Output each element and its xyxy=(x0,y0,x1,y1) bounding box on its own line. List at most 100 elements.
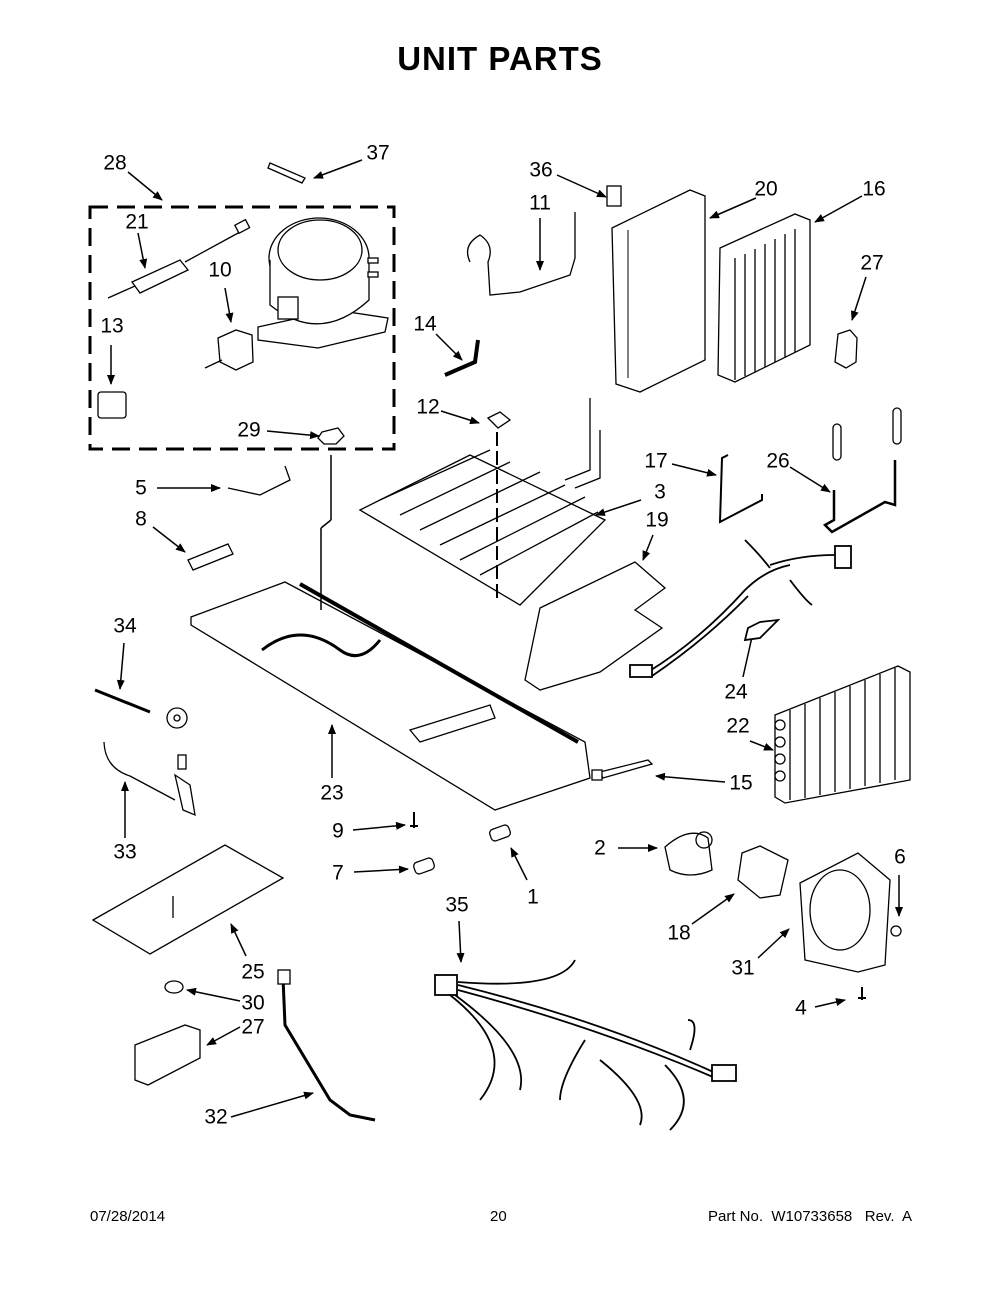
part-24-power-harness xyxy=(629,539,852,678)
leader-28 xyxy=(127,171,163,201)
leader-14 xyxy=(435,333,463,361)
part-7-sleeve xyxy=(413,857,435,875)
part-compressor xyxy=(257,217,389,349)
leader-29 xyxy=(266,430,320,440)
callout-17[interactable]: 17 xyxy=(644,449,668,473)
callout-27-clip[interactable]: 27 xyxy=(860,251,884,275)
callout-37[interactable]: 37 xyxy=(366,141,390,165)
callout-30[interactable]: 30 xyxy=(241,991,265,1015)
part-13-overload xyxy=(97,391,127,419)
leader-32 xyxy=(230,1091,314,1118)
callout-9[interactable]: 9 xyxy=(332,819,344,843)
callout-32[interactable]: 32 xyxy=(204,1105,228,1129)
leader-18 xyxy=(691,893,735,925)
compressor-kit-boundary xyxy=(88,205,396,451)
part-27-clip xyxy=(834,329,858,369)
leader-3 xyxy=(595,499,642,516)
callout-34[interactable]: 34 xyxy=(113,614,137,638)
part-21-drier xyxy=(107,218,251,299)
leader-arrows xyxy=(107,159,903,1118)
part-20-shroud xyxy=(611,189,706,393)
callout-29[interactable]: 29 xyxy=(237,418,261,442)
callout-35[interactable]: 35 xyxy=(445,893,469,917)
footer-part-number: Part No. W10733658 Rev. A xyxy=(708,1208,912,1225)
leader-15 xyxy=(655,772,726,783)
part-36-clip xyxy=(606,185,622,207)
callout-7[interactable]: 7 xyxy=(332,861,344,885)
callout-20[interactable]: 20 xyxy=(754,177,778,201)
part-3-defrost-heater xyxy=(358,398,607,606)
leader-35 xyxy=(456,920,465,963)
leader-22 xyxy=(749,740,774,751)
part-10-relay xyxy=(204,329,254,371)
callout-2[interactable]: 2 xyxy=(594,836,606,860)
leader-17 xyxy=(671,463,717,477)
callout-1[interactable]: 1 xyxy=(527,885,539,909)
callout-11[interactable]: 11 xyxy=(529,191,551,215)
callout-25[interactable]: 25 xyxy=(241,960,265,984)
callout-4[interactable]: 4 xyxy=(795,996,807,1020)
part-27-control-box xyxy=(134,1024,201,1086)
callout-13[interactable]: 13 xyxy=(100,314,124,338)
callout-14[interactable]: 14 xyxy=(413,312,437,336)
callout-36[interactable]: 36 xyxy=(529,158,553,182)
part-26-tube xyxy=(822,460,897,534)
part-17-hook xyxy=(718,454,763,524)
part-29-grommet xyxy=(317,427,345,445)
callout-10[interactable]: 10 xyxy=(208,258,232,282)
part-32-tube xyxy=(281,977,376,1122)
callout-31[interactable]: 31 xyxy=(731,956,755,980)
leader-34 xyxy=(116,642,125,690)
callout-6[interactable]: 6 xyxy=(894,845,906,869)
callout-8[interactable]: 8 xyxy=(135,507,147,531)
leader-1 xyxy=(510,847,528,881)
part-16-evaporator xyxy=(717,213,811,383)
leader-31 xyxy=(757,928,790,959)
callout-12[interactable]: 12 xyxy=(416,395,440,419)
leader-21 xyxy=(137,232,148,269)
callout-24[interactable]: 24 xyxy=(724,680,748,704)
leader-9 xyxy=(352,821,406,831)
callout-16[interactable]: 16 xyxy=(862,177,886,201)
leader-8 xyxy=(152,526,186,553)
callout-23[interactable]: 23 xyxy=(320,781,344,805)
part-5-wire xyxy=(227,465,291,496)
callout-22[interactable]: 22 xyxy=(726,714,750,738)
callout-33[interactable]: 33 xyxy=(113,840,137,864)
part-37-strap xyxy=(267,162,306,184)
part-34-thermistor xyxy=(94,688,188,729)
page-title: UNIT PARTS xyxy=(397,40,603,77)
leader-26 xyxy=(789,466,831,493)
callout-19[interactable]: 19 xyxy=(645,508,669,532)
leader-7 xyxy=(353,865,409,874)
part-1-sleeve xyxy=(489,824,511,842)
callout-3[interactable]: 3 xyxy=(654,480,666,504)
part-12-clip xyxy=(486,411,512,429)
part-33-damper xyxy=(103,741,196,817)
part-2-fan-blade xyxy=(664,831,713,876)
callout-28[interactable]: 28 xyxy=(103,151,127,175)
callout-18[interactable]: 18 xyxy=(667,921,691,945)
footer-page-number: 20 xyxy=(490,1208,507,1225)
part-15-cable-tie xyxy=(599,759,654,779)
leader-36 xyxy=(556,174,607,198)
leader-27a xyxy=(850,276,867,321)
leader-25 xyxy=(230,923,247,957)
callout-21[interactable]: 21 xyxy=(125,210,149,234)
leader-27b xyxy=(206,1026,241,1046)
part-4-screw xyxy=(858,987,866,1000)
part-18-fan-motor xyxy=(737,845,789,899)
leader-16 xyxy=(814,195,863,223)
part-30-retainer xyxy=(164,980,184,994)
leader-4 xyxy=(814,998,846,1008)
callout-15[interactable]: 15 xyxy=(729,771,753,795)
callout-26[interactable]: 26 xyxy=(766,449,790,473)
part-8-sleeve xyxy=(187,543,234,571)
footer-date: 07/28/2014 xyxy=(90,1208,166,1225)
leader-12 xyxy=(440,410,480,425)
part-23-base-plate xyxy=(190,581,591,811)
part-19-drain-pan xyxy=(524,561,667,691)
callout-5[interactable]: 5 xyxy=(135,476,147,500)
part-drawings xyxy=(91,162,911,1131)
callout-27-control[interactable]: 27 xyxy=(241,1015,265,1039)
